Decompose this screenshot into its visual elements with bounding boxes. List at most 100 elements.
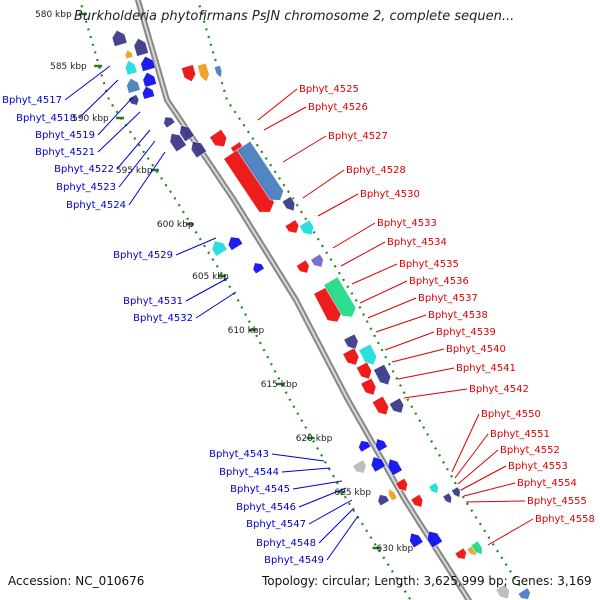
gene-feature[interactable]: [281, 196, 298, 213]
left-gene-label[interactable]: Bphyt_4519: [35, 130, 95, 141]
gene-feature[interactable]: [517, 587, 533, 600]
gene-feature[interactable]: [167, 130, 187, 153]
gene-feature[interactable]: [225, 233, 244, 251]
gene-feature[interactable]: [376, 492, 390, 507]
gene-feature[interactable]: [385, 456, 403, 477]
gene-feature[interactable]: [196, 62, 211, 83]
right-label-leader: [397, 367, 455, 380]
gene-feature[interactable]: [451, 486, 462, 499]
gene-feature[interactable]: [127, 94, 141, 107]
gene-feature[interactable]: [298, 219, 317, 238]
gene-feature[interactable]: [373, 364, 394, 387]
gene-feature[interactable]: [371, 395, 391, 418]
right-label-leader: [454, 433, 489, 479]
right-label-leader: [257, 88, 298, 121]
right-gene-label[interactable]: Bphyt_4530: [360, 189, 420, 200]
right-gene-label[interactable]: Bphyt_4538: [428, 310, 488, 321]
gene-feature[interactable]: [424, 528, 443, 549]
left-gene-label[interactable]: Bphyt_4518: [16, 113, 76, 124]
gene-feature[interactable]: [388, 397, 406, 416]
right-gene-label[interactable]: Bphyt_4542: [469, 384, 529, 395]
right-gene-label[interactable]: Bphyt_4536: [409, 276, 469, 287]
left-gene-label[interactable]: Bphyt_4531: [123, 296, 183, 307]
gene-feature[interactable]: [352, 459, 369, 476]
gene-feature[interactable]: [209, 238, 228, 257]
gene-feature[interactable]: [251, 260, 265, 275]
gene-feature[interactable]: [139, 54, 156, 72]
right-gene-label[interactable]: Bphyt_4553: [508, 461, 568, 472]
gene-features: [110, 28, 533, 600]
left-gene-label[interactable]: Bphyt_4544: [219, 467, 279, 478]
gene-feature[interactable]: [410, 493, 426, 509]
right-gene-label[interactable]: Bphyt_4527: [328, 131, 388, 142]
gene-feature[interactable]: [181, 64, 197, 84]
gene-feature[interactable]: [386, 487, 398, 502]
left-gene-label[interactable]: Bphyt_4524: [66, 200, 126, 211]
right-gene-label[interactable]: Bphyt_4535: [399, 259, 459, 270]
right-gene-label[interactable]: Bphyt_4540: [446, 344, 506, 355]
gene-feature[interactable]: [356, 438, 372, 453]
right-gene-label[interactable]: Bphyt_4539: [436, 327, 496, 338]
right-gene-label[interactable]: Bphyt_4552: [500, 445, 560, 456]
gene-feature[interactable]: [442, 492, 454, 505]
gene-feature[interactable]: [343, 333, 361, 352]
left-gene-label[interactable]: Bphyt_4549: [264, 555, 324, 566]
map-title: Burkholderia phytofirmans PsJN chromosom…: [74, 9, 515, 24]
gene-feature[interactable]: [141, 71, 157, 88]
gene-feature[interactable]: [124, 59, 138, 76]
gene-feature[interactable]: [284, 219, 302, 237]
right-gene-label[interactable]: Bphyt_4525: [299, 84, 359, 95]
left-gene-label[interactable]: Bphyt_4546: [236, 502, 296, 513]
gene-feature[interactable]: [141, 85, 155, 100]
left-gene-label[interactable]: Bphyt_4522: [54, 164, 114, 175]
gene-feature[interactable]: [310, 253, 327, 270]
gene-feature[interactable]: [209, 129, 231, 150]
left-label-leader: [298, 487, 347, 508]
gene-feature[interactable]: [214, 65, 223, 79]
gene-feature[interactable]: [296, 259, 312, 276]
left-gene-label[interactable]: Bphyt_4523: [56, 182, 116, 193]
gene-feature[interactable]: [342, 347, 362, 368]
left-gene-label[interactable]: Bphyt_4521: [35, 147, 95, 158]
gene-feature[interactable]: [470, 540, 485, 557]
gene-feature[interactable]: [176, 122, 195, 143]
gene-feature[interactable]: [368, 454, 386, 473]
gene-feature[interactable]: [323, 276, 359, 321]
left-gene-label[interactable]: Bphyt_4532: [133, 313, 193, 324]
left-gene-label[interactable]: Bphyt_4517: [2, 95, 62, 106]
left-gene-label[interactable]: Bphyt_4529: [113, 250, 173, 261]
right-gene-label[interactable]: Bphyt_4541: [456, 363, 516, 374]
left-gene-label[interactable]: Bphyt_4543: [209, 449, 269, 460]
left-gene-label[interactable]: Bphyt_4548: [256, 538, 316, 549]
left-gene-label[interactable]: Bphyt_4547: [246, 519, 306, 530]
right-gene-label[interactable]: Bphyt_4554: [517, 478, 577, 489]
left-gene-label[interactable]: Bphyt_4545: [230, 484, 290, 495]
right-gene-label[interactable]: Bphyt_4528: [346, 165, 406, 176]
gene-feature[interactable]: [124, 49, 134, 60]
gene-feature[interactable]: [495, 583, 513, 600]
gene-feature[interactable]: [454, 547, 469, 562]
gene-feature[interactable]: [358, 343, 380, 368]
right-gene-label[interactable]: Bphyt_4526: [308, 102, 368, 113]
right-gene-label[interactable]: Bphyt_4551: [490, 429, 550, 440]
gene-feature[interactable]: [395, 477, 411, 493]
gene-feature[interactable]: [428, 482, 441, 496]
gene-feature[interactable]: [188, 138, 207, 159]
gene-feature[interactable]: [373, 436, 388, 453]
gene-feature[interactable]: [223, 148, 278, 217]
right-gene-label[interactable]: Bphyt_4555: [527, 496, 587, 507]
scale-tick-label: 625 kbp: [334, 488, 371, 498]
right-gene-label[interactable]: Bphyt_4533: [377, 218, 437, 229]
gene-feature[interactable]: [236, 140, 287, 205]
gene-feature[interactable]: [360, 377, 379, 398]
right-gene-label[interactable]: Bphyt_4550: [481, 409, 541, 420]
gene-feature[interactable]: [406, 530, 424, 549]
right-gene-label[interactable]: Bphyt_4537: [418, 293, 478, 304]
gene-feature[interactable]: [132, 37, 149, 57]
gene-feature[interactable]: [356, 361, 374, 382]
gene-feature[interactable]: [125, 77, 141, 94]
right-gene-label[interactable]: Bphyt_4534: [387, 237, 447, 248]
gene-feature[interactable]: [110, 28, 128, 47]
right-gene-label[interactable]: Bphyt_4558: [535, 514, 595, 525]
gene-feature[interactable]: [161, 114, 176, 129]
